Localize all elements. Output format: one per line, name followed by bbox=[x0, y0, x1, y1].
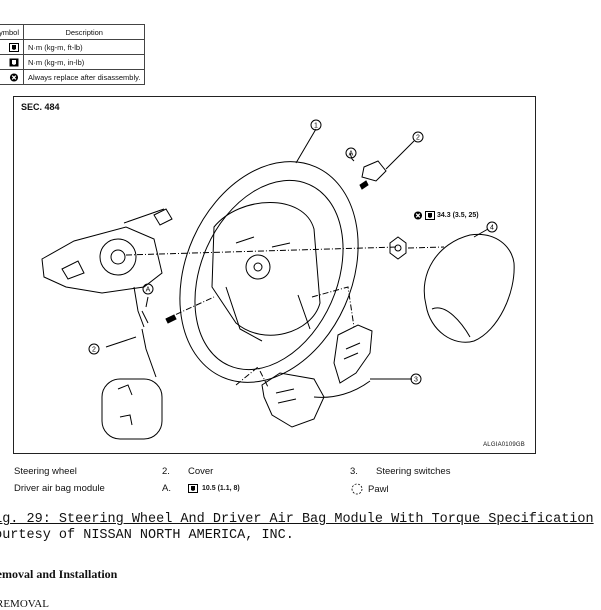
air-bag-module-drawing bbox=[423, 233, 515, 343]
callout-3: 3 bbox=[414, 377, 418, 384]
torque-wrench-icon bbox=[9, 43, 19, 53]
removal-heading: REMOVAL bbox=[0, 598, 49, 610]
callout-2-2: 2 bbox=[92, 347, 96, 354]
callout-1: 1 bbox=[314, 123, 318, 130]
exploded-view-figure: 1 A 2 4 3 2 A SEC. 484 34.3 (3.5, 25) AL… bbox=[13, 96, 536, 454]
cover-detail-drawing bbox=[101, 328, 163, 440]
symbol-cell bbox=[0, 39, 24, 55]
torque-spec-label: 34.3 (3.5, 25) bbox=[413, 211, 479, 220]
steering-switches-drawing bbox=[261, 324, 373, 428]
caption-courtesy: Courtesy of NISSAN NORTH AMERICA, INC. bbox=[0, 528, 294, 543]
torque-wrench-inlb-icon bbox=[9, 58, 19, 67]
pawl-icon bbox=[351, 483, 363, 495]
torque-wrench-icon bbox=[188, 484, 198, 493]
legend-item-steering-wheel: 1. Steering wheel bbox=[14, 466, 77, 477]
description-cell: Always replace after disassembly. bbox=[22, 69, 146, 85]
torque-wrench-icon bbox=[425, 211, 435, 220]
replace-part-icon bbox=[413, 211, 423, 220]
legend-item-air-bag-module: 4. Driver air bag module bbox=[14, 483, 105, 494]
section-title: Removal and Installation bbox=[0, 567, 118, 581]
description-header: Description bbox=[22, 24, 146, 40]
symbol-cell bbox=[0, 54, 24, 70]
symbol-table: Symbol Description N·m (kg-m, ft-lb) N·m… bbox=[0, 24, 146, 85]
callout-a-1: A bbox=[349, 151, 354, 158]
callout-2-1: 2 bbox=[416, 135, 420, 142]
leader-lines bbox=[105, 128, 489, 380]
symbol-cell bbox=[0, 69, 24, 85]
callout-4: 4 bbox=[490, 225, 494, 232]
description-cell: N·m (kg-m, in-lb) bbox=[22, 54, 146, 70]
steering-column-drawing bbox=[41, 208, 173, 328]
section-label: SEC. 484 bbox=[21, 102, 60, 112]
legend-item-pawl: Pawl bbox=[350, 483, 389, 495]
caption-title: Fig. 29: Steering Wheel And Driver Air B… bbox=[0, 512, 594, 527]
figure-caption: Fig. 29: Steering Wheel And Driver Air B… bbox=[0, 512, 594, 544]
figure-code: ALGIA0109GB bbox=[483, 442, 525, 448]
cover-drawing bbox=[361, 160, 387, 182]
torque-spec-value: 34.3 (3.5, 25) bbox=[437, 212, 479, 219]
symbol-header: Symbol bbox=[0, 24, 24, 40]
figure-legend: 1. Steering wheel 4. Driver air bag modu… bbox=[0, 466, 601, 506]
replace-part-icon bbox=[9, 73, 19, 82]
description-cell: N·m (kg-m, ft-lb) bbox=[22, 39, 146, 55]
legend-item-cover: 2. Cover bbox=[162, 466, 214, 477]
steering-wheel-drawing bbox=[179, 161, 359, 383]
nut-drawing bbox=[389, 236, 407, 260]
legend-item-steering-switches: 3. Steering switches bbox=[350, 466, 451, 477]
exploded-view-drawing: 1 A 2 4 3 2 A bbox=[41, 119, 515, 440]
legend-item-torque-a: A. 10.5 (1.1, 8) bbox=[162, 483, 240, 494]
callout-a-2: A bbox=[146, 287, 151, 294]
